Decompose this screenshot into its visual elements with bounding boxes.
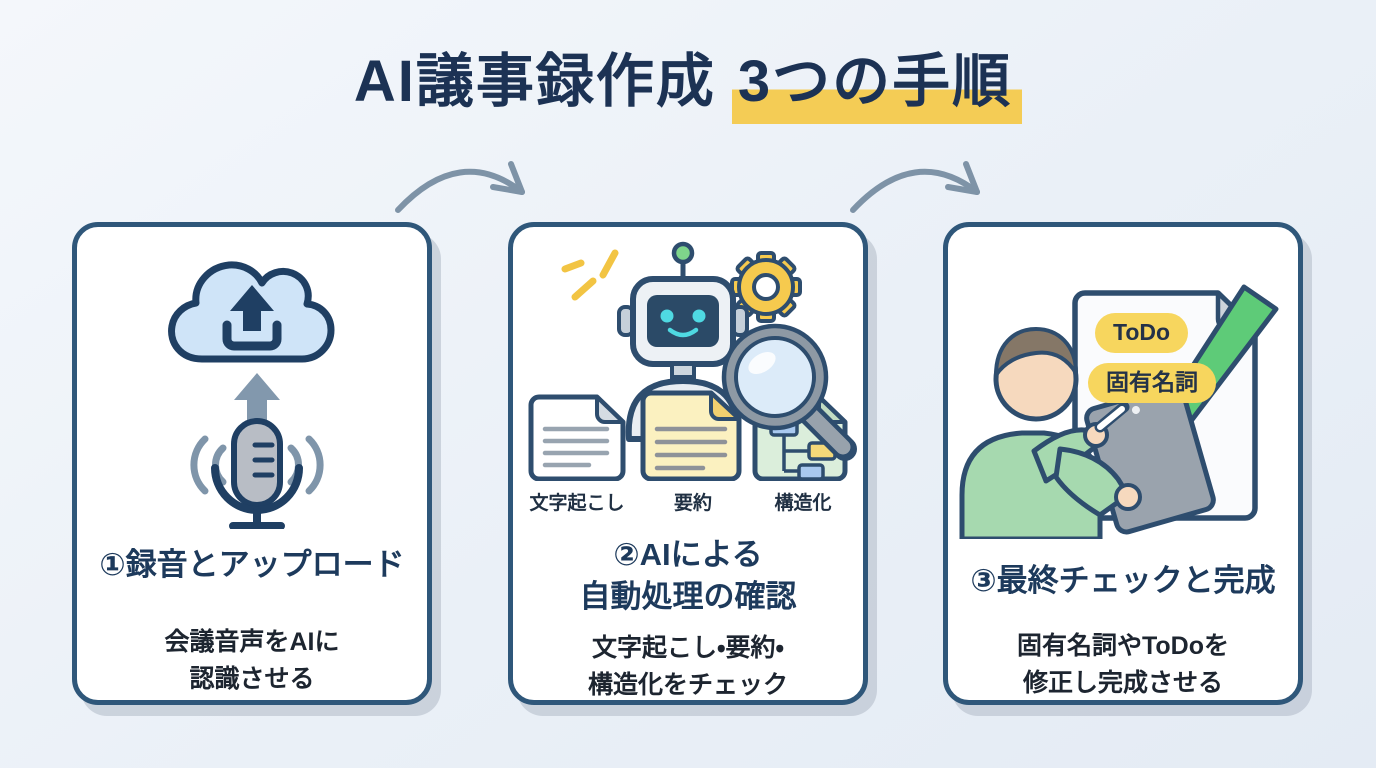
step2-description: 文字起こし・要約・ 構造化をチェック bbox=[587, 634, 788, 699]
doc-label-structure: 構造化 bbox=[774, 493, 832, 514]
document-summary-icon bbox=[640, 390, 742, 482]
magnifier-icon bbox=[721, 323, 857, 461]
step3-description: 固有名詞やToDoを 修正し完成させる bbox=[1016, 632, 1229, 697]
step-card-2: 文字起こし 要約 構造化 ②AIによる 自動処理の確認 文字起こし・要約・ 構造… bbox=[508, 222, 868, 705]
sparkle-icon bbox=[561, 249, 619, 301]
person-tablet-icon bbox=[959, 327, 1216, 542]
document-labels: 文字起こし 要約 構造化 bbox=[513, 488, 863, 516]
microphone-icon bbox=[190, 418, 324, 530]
step1-heading: ①録音とアップロード bbox=[99, 547, 405, 582]
step-card-3: ToDo 固有名詞 ③最終チェックと完成 固有名詞やToDoを 修正し完成させる bbox=[943, 222, 1303, 705]
step1-illustration bbox=[77, 227, 427, 534]
curved-arrow-icon bbox=[395, 161, 525, 213]
step2-heading: ②AIによる 自動処理の確認 bbox=[579, 537, 797, 614]
title-highlight: 3つの手順 bbox=[731, 49, 1023, 124]
proper-noun-badge: 固有名詞 bbox=[1088, 363, 1216, 403]
step2-illustration: 文字起こし 要約 構造化 bbox=[513, 227, 863, 516]
curved-arrow-icon bbox=[850, 161, 980, 213]
step3-heading: ③最終チェックと完成 bbox=[970, 563, 1276, 598]
title-prefix: AI議事録作成 bbox=[353, 49, 716, 114]
step-card-1: ①録音とアップロード 会議音声をAIに 認識させる bbox=[72, 222, 432, 705]
document-transcript-icon bbox=[528, 394, 626, 482]
todo-badge: ToDo bbox=[1095, 313, 1189, 353]
doc-label-transcript: 文字起こし bbox=[529, 493, 625, 514]
arrow-up-icon bbox=[234, 373, 280, 426]
gear-icon bbox=[730, 251, 802, 323]
step1-description: 会議音声をAIに 認識させる bbox=[164, 628, 340, 693]
cloud-upload-icon bbox=[168, 261, 335, 363]
doc-label-summary: 要約 bbox=[673, 493, 713, 514]
step3-illustration: ToDo 固有名詞 bbox=[948, 227, 1298, 544]
